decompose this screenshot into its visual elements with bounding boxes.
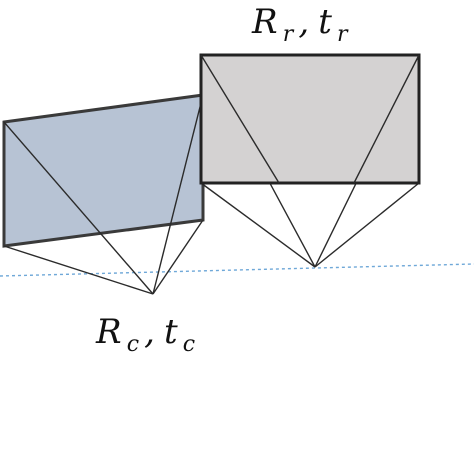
camera-translation-symbol: t	[164, 312, 178, 352]
reference-rays-visible	[200, 54, 420, 184]
reference-ray	[200, 182, 316, 268]
camera-image-plane	[2, 93, 205, 248]
reference-frustum	[199, 53, 421, 268]
reference-translation-subscript: r	[337, 22, 349, 47]
reference-pose-label: R r , t r	[251, 2, 349, 47]
camera-ray	[3, 121, 154, 295]
baseline-dashed	[0, 263, 474, 277]
reference-ray	[314, 182, 420, 268]
camera-rotation-symbol: R	[95, 312, 122, 352]
reference-rotation-symbol: R	[251, 2, 278, 42]
camera-ray	[152, 219, 204, 295]
camera-translation-subscript: c	[183, 332, 195, 357]
camera-frustum	[2, 93, 205, 295]
reference-image-plane	[199, 53, 421, 185]
reference-translation-symbol: t	[318, 2, 332, 42]
camera-ray	[3, 245, 154, 295]
camera-separator: ,	[144, 312, 155, 352]
camera-pose-label: R c , t c	[95, 312, 195, 357]
reference-rotation-subscript: r	[283, 22, 295, 47]
camera-rotation-subscript: c	[127, 332, 139, 357]
reference-ray	[353, 54, 420, 184]
camera-rays	[3, 94, 204, 295]
camera-ray	[152, 94, 204, 295]
reference-separator: ,	[298, 2, 309, 42]
reference-ray	[200, 54, 280, 184]
